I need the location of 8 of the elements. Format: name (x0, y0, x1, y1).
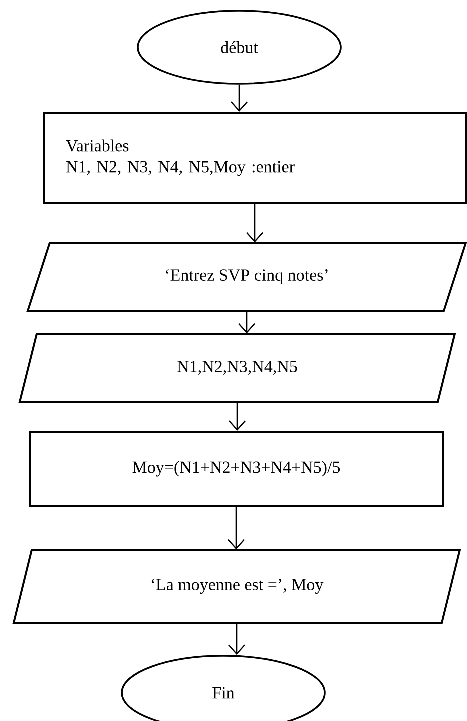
arrow (238, 311, 256, 334)
arrow (231, 84, 248, 112)
arrow (228, 623, 246, 656)
arrow (246, 204, 264, 243)
arrow (228, 507, 245, 550)
arrow (229, 402, 246, 431)
process-box: Variables N1, N2, N3, N4, N5,Moy :entier (43, 112, 467, 204)
process-box: Moy=(N1+N2+N3+N4+N5)/5 (29, 431, 444, 507)
